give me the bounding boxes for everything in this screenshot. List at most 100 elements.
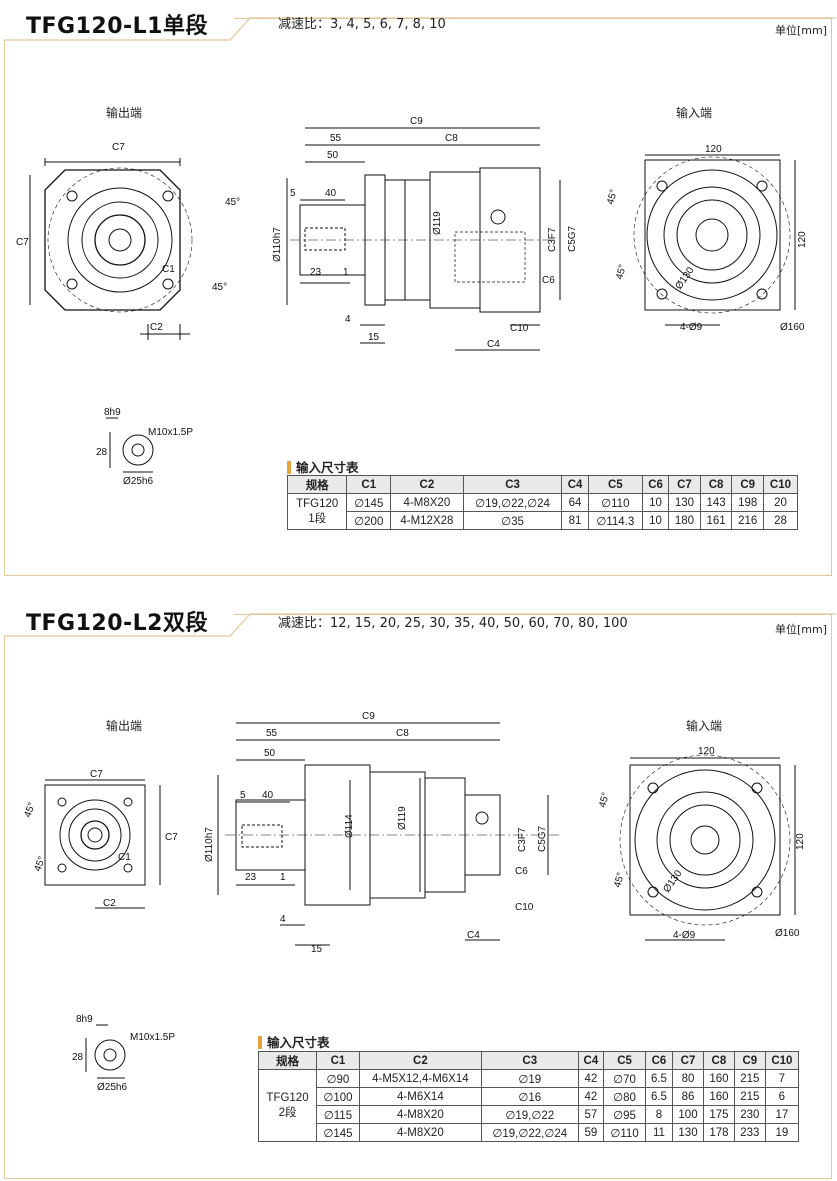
dim-160: Ø160	[780, 322, 805, 333]
table-cell: 59	[577, 1123, 605, 1142]
table-cell: 130	[672, 1123, 704, 1142]
table-cell: ∅19,∅22,∅24	[462, 493, 563, 512]
spec-line: 2段	[278, 1106, 297, 1119]
column-header: C1	[316, 1051, 360, 1070]
output-flange-view-l1	[29, 158, 193, 340]
spec-line: 1段	[308, 512, 327, 525]
dim2-1: 1	[280, 872, 286, 883]
title-tab-l2	[4, 596, 234, 636]
input-label-l1: 输入端	[676, 106, 713, 120]
dim-c2: C2	[150, 322, 163, 333]
dim-c6: C6	[542, 275, 555, 286]
table-cell: 233	[733, 1123, 766, 1142]
table-cell: ∅19,∅22	[480, 1105, 579, 1124]
key-view-l2	[85, 1024, 126, 1079]
title-l1: TFG120-L1单段	[26, 14, 208, 39]
table-cell: 160	[702, 1087, 735, 1106]
table-cell: ∅80	[603, 1087, 646, 1106]
dim2-119: Ø119	[397, 806, 408, 830]
dim-c9: C9	[410, 116, 423, 127]
key2-m10: M10x1.5P	[130, 1032, 175, 1043]
table-cell: ∅200	[346, 511, 392, 530]
dim2-in120: 120	[698, 746, 715, 757]
table-cell: 143	[699, 493, 733, 512]
unit-l1: 单位[mm]	[774, 24, 827, 37]
dim2-50: 50	[264, 748, 276, 759]
dim-c4: C4	[487, 339, 500, 350]
dim2-49: 4-Ø9	[673, 930, 696, 941]
table-cell: 10	[641, 493, 670, 512]
table-cell: 175	[702, 1105, 735, 1124]
dim-5: 5	[290, 188, 296, 199]
column-header: C10	[764, 1051, 800, 1070]
table-cell: 42	[577, 1087, 605, 1106]
table-cell: 161	[699, 511, 733, 530]
title-tab-l1	[4, 0, 234, 40]
column-header: C9	[733, 1051, 766, 1070]
dim2-40: 40	[262, 790, 274, 801]
table-cell: 160	[702, 1069, 735, 1088]
dim-c5: C5G7	[567, 225, 578, 252]
table-cell: ∅35	[462, 511, 563, 530]
column-header: C10	[762, 475, 799, 494]
dim2-c9: C9	[362, 711, 375, 722]
table-cell: 230	[733, 1105, 766, 1124]
title-underline-l1	[4, 17, 836, 41]
dim2-5: 5	[240, 790, 246, 801]
table-cell: ∅110	[603, 1123, 646, 1142]
table-cell: 17	[764, 1105, 800, 1124]
table-cell: 6.5	[644, 1087, 674, 1106]
table-cell: ∅115	[316, 1105, 360, 1124]
column-header: C2	[358, 1051, 482, 1070]
dim-49: 4-Ø9	[680, 322, 703, 333]
dim2-23: 23	[245, 872, 257, 883]
side-view-l2	[217, 722, 560, 946]
key-view-l1	[106, 417, 154, 473]
table-cell: 86	[672, 1087, 704, 1106]
table-cell: ∅114.3	[587, 511, 643, 530]
input-label-l2: 输入端	[686, 719, 723, 733]
dim-a45-1: 45°	[225, 197, 240, 208]
title-underline-l2	[4, 613, 836, 637]
dim2-15: 15	[311, 944, 323, 955]
key-25h6: Ø25h6	[123, 476, 153, 487]
table-cell: 19	[764, 1123, 800, 1142]
input-flange-view-l1	[633, 154, 796, 326]
key-28: 28	[96, 447, 108, 458]
column-header: C3	[462, 475, 563, 494]
column-header: C7	[672, 1051, 704, 1070]
table-cell: 6	[764, 1087, 800, 1106]
dim-40: 40	[325, 188, 337, 199]
dim-110: Ø110h7	[272, 227, 283, 262]
table-cell: ∅19,∅22,∅24	[480, 1123, 579, 1142]
input-flange-view-l2	[619, 754, 796, 941]
table-cell: 216	[731, 511, 764, 530]
dim2-c7-top: C7	[90, 769, 103, 780]
table-cell: ∅110	[587, 493, 643, 512]
table-cell: ∅145	[316, 1123, 360, 1142]
dim2-c8: C8	[396, 728, 409, 739]
dim2-c2: C2	[103, 898, 116, 909]
dim-23: 23	[310, 267, 322, 278]
output-label-l2: 输出端	[106, 719, 143, 733]
column-header: C6	[641, 475, 670, 494]
column-header: C6	[644, 1051, 674, 1070]
title-l2: TFG120-L2双段	[26, 611, 208, 636]
table-cell: 42	[577, 1069, 605, 1088]
dim2-c5: C5G7	[537, 825, 548, 852]
table-cell: ∅95	[603, 1105, 646, 1124]
unit-l2: 单位[mm]	[774, 623, 827, 636]
column-header: C7	[668, 475, 701, 494]
table-title-l1: 输入尺寸表	[287, 457, 359, 476]
table-cell: 215	[733, 1087, 766, 1106]
dim2-c1: C1	[118, 852, 131, 863]
dim-in45-1: 45°	[605, 188, 620, 205]
